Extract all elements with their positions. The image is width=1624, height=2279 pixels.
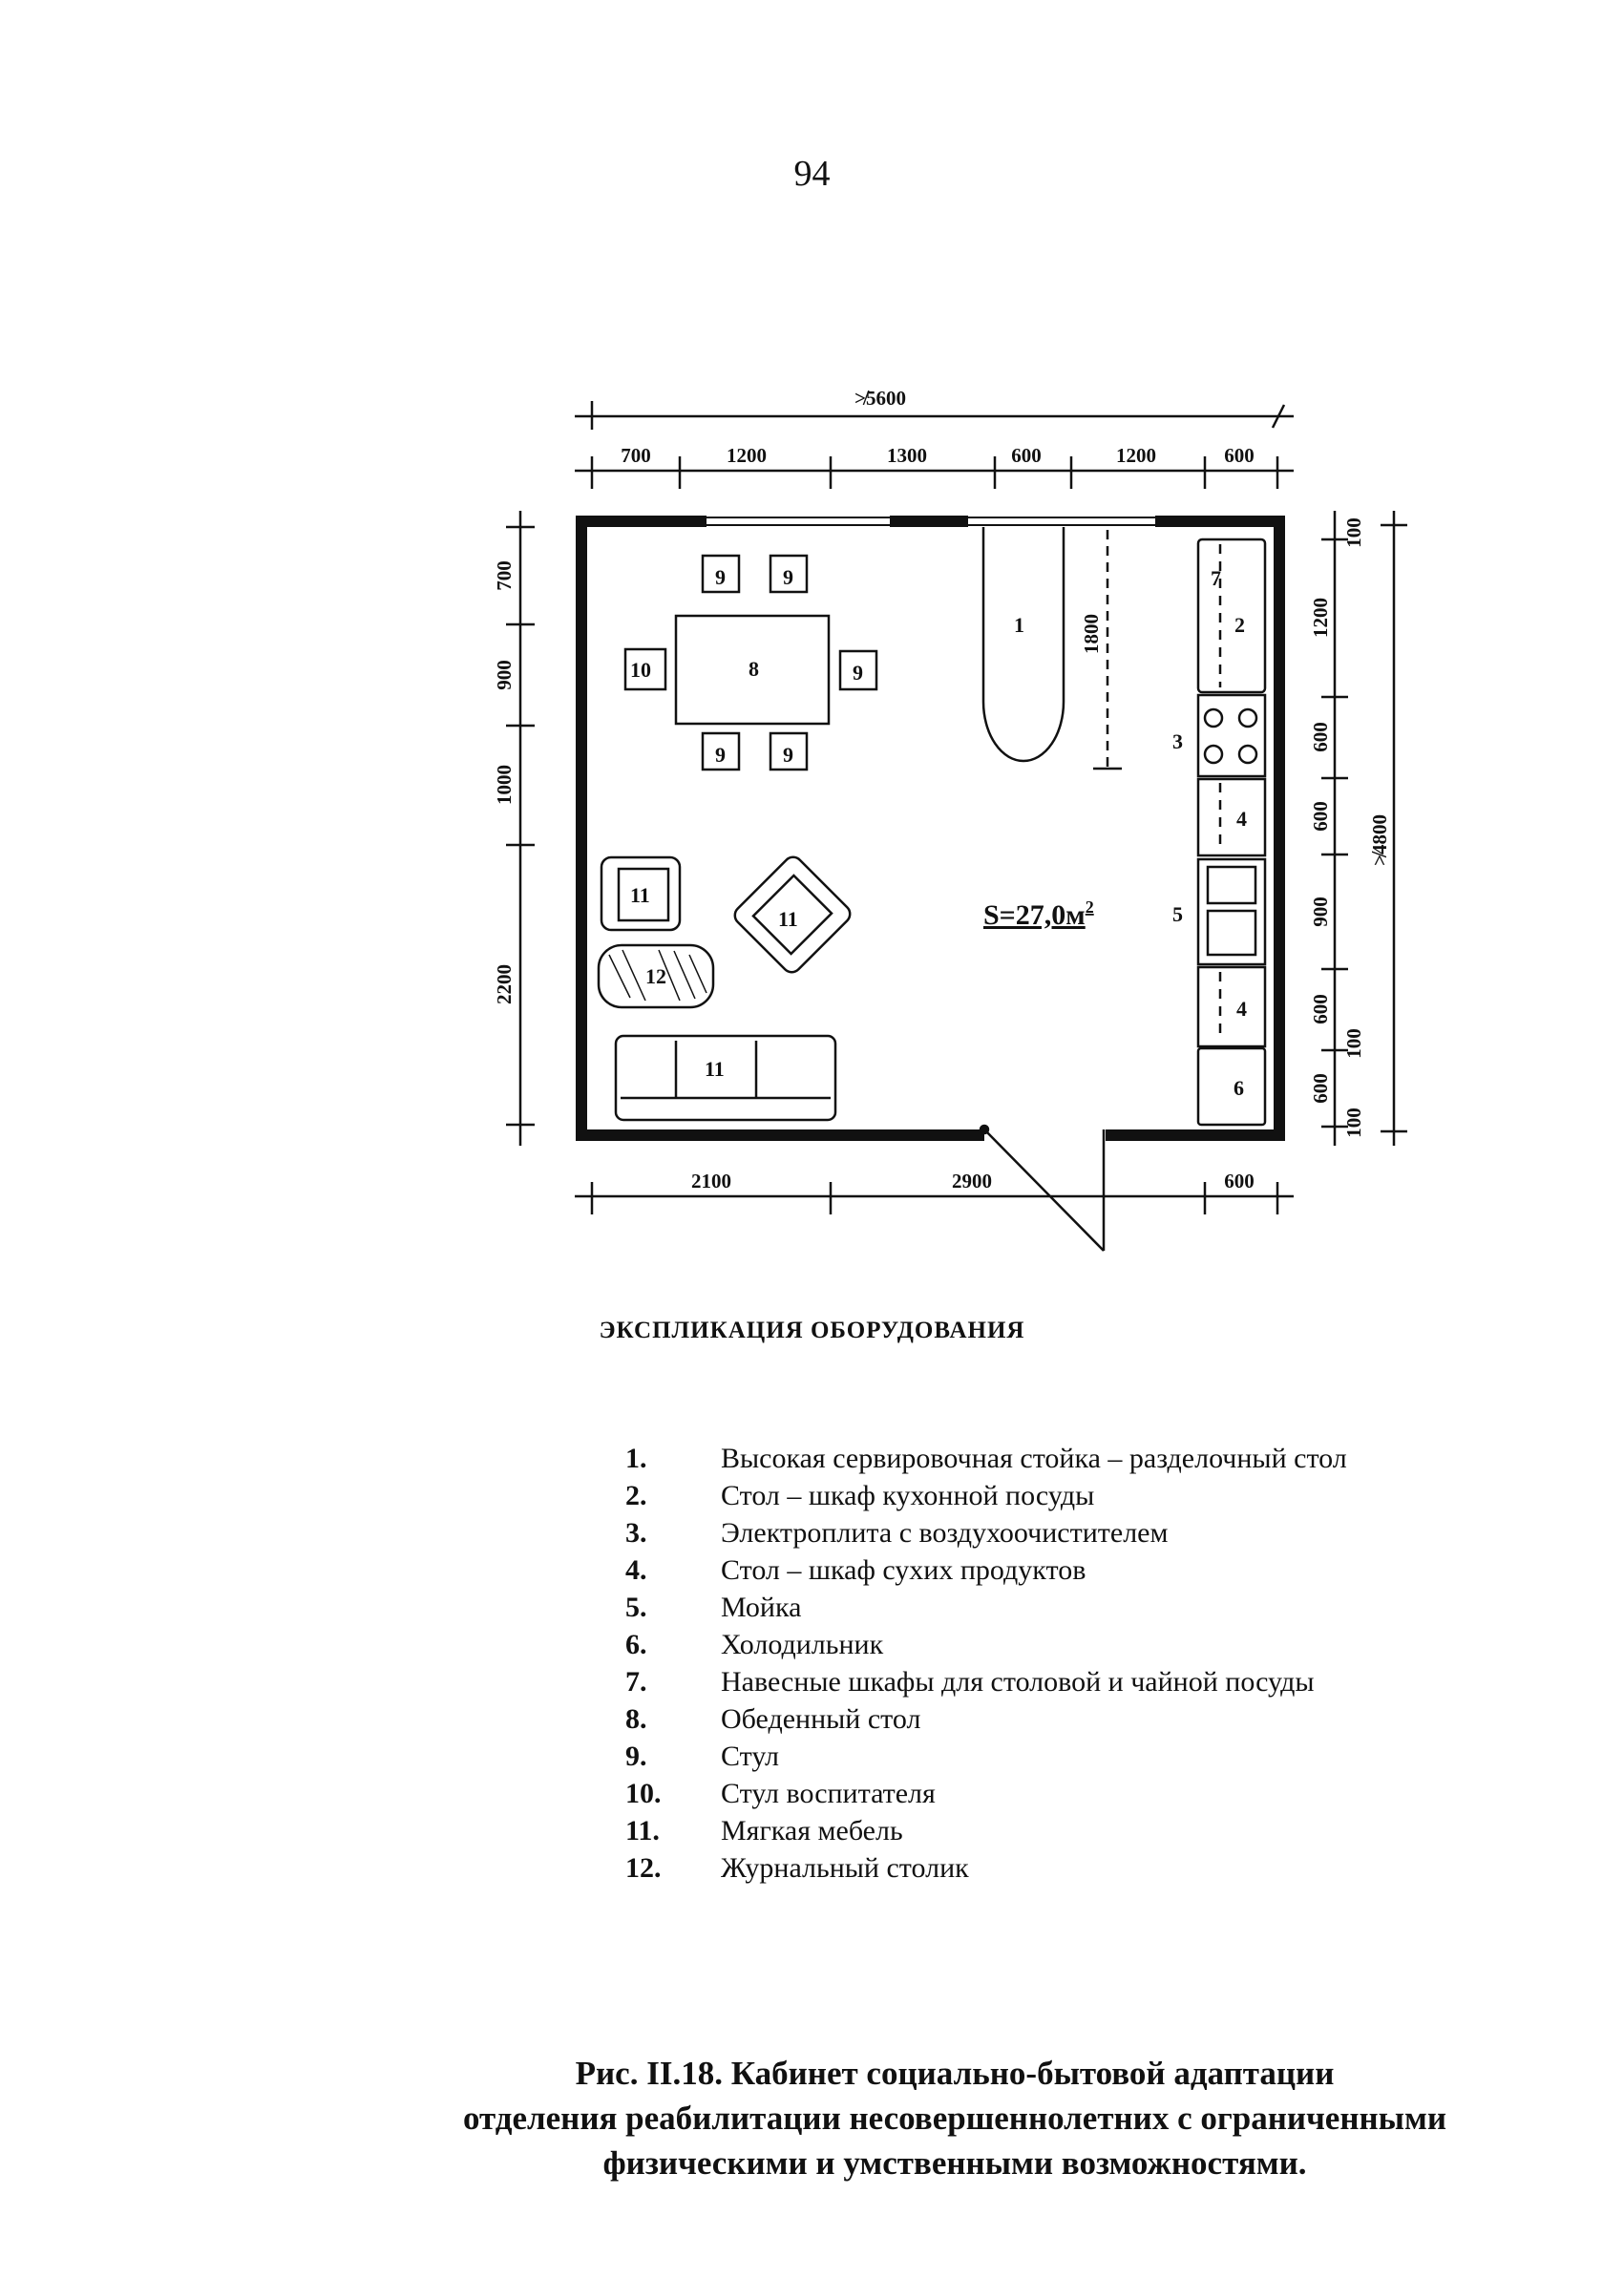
counter-label: 1: [1014, 613, 1024, 637]
coffee-table-hatch: [608, 949, 707, 1002]
caption-line-2: отделения реабилитации несовершеннолетни…: [462, 2100, 1447, 2137]
sink-label: 5: [1172, 902, 1183, 926]
chair-label-4: 9: [783, 743, 793, 767]
counter-length-label: 1800: [1080, 614, 1103, 654]
teacher-chair-label: 10: [630, 658, 651, 682]
bottom-dim-2: 2900: [952, 1170, 992, 1192]
dry-cabinet-label-b: 4: [1236, 997, 1247, 1021]
top-dim-5: 1200: [1116, 444, 1156, 467]
serving-counter: [981, 527, 1122, 770]
list-item: 4.Стол – шкаф сухих продуктов: [625, 1554, 1086, 1586]
top-dim-1: 700: [621, 444, 651, 467]
stove-label: 3: [1172, 729, 1183, 753]
sofa-label: 11: [705, 1057, 725, 1081]
list-item: 6.Холодильник: [625, 1629, 884, 1660]
coffee-table-label: 12: [645, 964, 666, 988]
caption-line-1: Рис. II.18. Кабинет социально-бытовой ад…: [575, 2055, 1335, 2092]
list-item: 1.Высокая сервировочная стойка – раздело…: [625, 1443, 1347, 1474]
list-item: 12.Журнальный столик: [625, 1852, 969, 1884]
overall-height-label: ≯4800: [1368, 814, 1391, 866]
left-dim-4: 2200: [493, 964, 516, 1004]
chair-label-1: 9: [715, 565, 726, 589]
page-number: 94: [793, 154, 831, 194]
list-item: 2.Стол – шкаф кухонной посуды: [625, 1480, 1095, 1511]
top-dim-3: 1300: [887, 444, 927, 467]
table-label: 8: [749, 657, 759, 681]
right-small-dim-2: 100: [1342, 1028, 1365, 1059]
right-dim-3: 600: [1309, 801, 1332, 832]
chair-label-5: 9: [853, 661, 863, 685]
fridge-label: 6: [1234, 1076, 1244, 1100]
top-dim-4: 600: [1011, 444, 1042, 467]
floor-plan: 1 1800 7 2 3 4 5 4 6 8 9 9 9 9 9 10: [493, 387, 1407, 1252]
chair-label-2: 9: [783, 565, 793, 589]
chair-label-3: 9: [715, 743, 726, 767]
list-item: 3.Электроплита с воздухоочистителем: [625, 1517, 1169, 1549]
left-dim-3: 1000: [493, 765, 516, 805]
list-item: 9.Стул: [625, 1741, 779, 1772]
right-dim-1: 1200: [1309, 598, 1332, 638]
list-item: 5.Мойка: [625, 1592, 802, 1623]
dry-cabinet-label-a: 4: [1236, 807, 1247, 831]
kitchen-row: [1196, 538, 1267, 1127]
top-dim-2: 1200: [727, 444, 767, 467]
walls: [576, 516, 1285, 1141]
right-dim-2: 600: [1309, 722, 1332, 752]
top-dim-6: 600: [1224, 444, 1255, 467]
left-dim-2: 900: [493, 660, 516, 690]
bottom-dim-3: 600: [1224, 1170, 1255, 1192]
wall-cabinet-label: 7: [1211, 566, 1221, 590]
right-dim-6: 600: [1309, 1073, 1332, 1104]
windows: [707, 517, 1155, 526]
figure-caption: Рис. II.18. Кабинет социально-бытовой ад…: [363, 2051, 1547, 2185]
list-item: 8.Обеденный стол: [625, 1703, 921, 1735]
bottom-dim-1: 2100: [691, 1170, 731, 1192]
caption-line-3: физическими и умственными возможностями.: [602, 2144, 1307, 2182]
left-dim-1: 700: [493, 560, 516, 591]
door: [979, 1124, 1106, 1252]
cabinet-label: 2: [1234, 613, 1245, 637]
right-dim-4: 900: [1309, 897, 1332, 927]
right-dim-5: 600: [1309, 994, 1332, 1024]
list-item: 10.Стул воспитателя: [625, 1778, 936, 1809]
right-small-dim-1: 100: [1342, 517, 1365, 548]
right-small-dim-3: 100: [1342, 1108, 1365, 1138]
overall-width-label: ≯5600: [854, 387, 906, 410]
explication-list: 1.Высокая сервировочная стойка – раздело…: [625, 1440, 1347, 1887]
list-item: 11.Мягкая мебель: [625, 1815, 903, 1846]
list-item: 7.Навесные шкафы для столовой и чайной п…: [625, 1666, 1315, 1698]
armchair-label-2: 11: [778, 907, 798, 931]
explication-title: ЭКСПЛИКАЦИЯ ОБОРУДОВАНИЯ: [599, 1318, 1025, 1343]
area-label: S=27,0м2: [983, 897, 1094, 931]
armchair-label-1: 11: [630, 883, 650, 907]
dining-group: [623, 554, 878, 771]
